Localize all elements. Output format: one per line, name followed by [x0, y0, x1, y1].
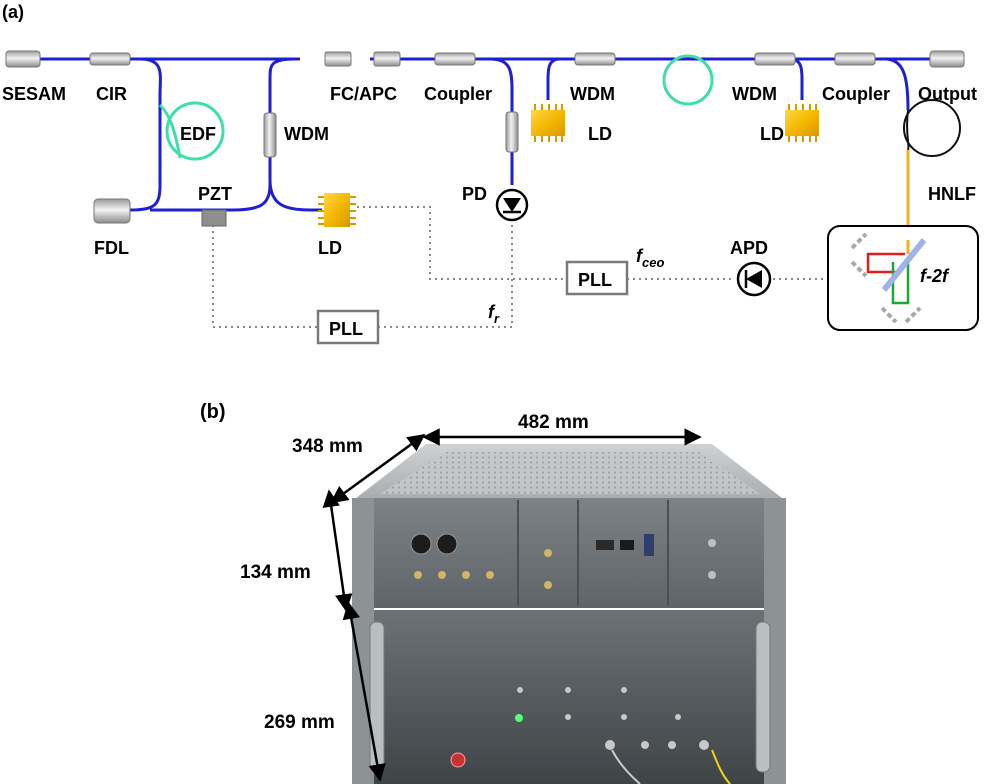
lower-front-panel — [374, 610, 764, 784]
fc-apc-connector-left — [324, 51, 352, 67]
wdm-mid-device — [574, 52, 616, 66]
ld-mid — [530, 103, 566, 143]
fdl-device — [93, 198, 131, 224]
inline-components — [5, 50, 965, 227]
label-coupler-left: Coupler — [424, 84, 492, 104]
label-sesam: SESAM — [2, 84, 66, 104]
panel-a: (a) — [2, 2, 979, 345]
pd-symbol — [495, 188, 529, 222]
fiber-wdm-to-ld-mid — [546, 57, 561, 100]
pzt-device — [201, 209, 227, 227]
upper-front-panel — [374, 498, 764, 608]
label-wdm-mid: WDM — [570, 84, 615, 104]
arrow-lower-height — [342, 601, 386, 782]
label-ld-mid: LD — [588, 124, 612, 144]
fiber-wdm-to-ld — [268, 179, 322, 212]
fiber-coupler-to-output — [884, 57, 910, 111]
output-connector — [929, 50, 965, 68]
panel-a-label: (a) — [2, 2, 24, 22]
f2f-interferometer — [827, 225, 979, 331]
pll-rep-box — [316, 309, 380, 345]
ld-right — [784, 103, 820, 143]
pd-coupler-device — [505, 111, 519, 153]
control-lines — [212, 206, 828, 328]
label-pzt: PZT — [198, 184, 232, 204]
wdm-right-device — [754, 52, 796, 66]
instrument-chassis — [352, 444, 786, 784]
arrow-upper-height — [322, 489, 353, 612]
handle-right — [755, 621, 771, 773]
label-pd: PD — [462, 184, 487, 204]
label-hnlf: HNLF — [928, 184, 976, 204]
label-apd: APD — [730, 238, 768, 258]
fiber-loop-mid — [662, 54, 714, 106]
label-ld-right: LD — [760, 124, 784, 144]
fiber-cir-loop — [129, 57, 162, 212]
label-wdm-left: WDM — [284, 124, 329, 144]
pll-ceo-box — [565, 260, 629, 296]
apd-symbol — [736, 261, 772, 297]
label-ld-pump-left: LD — [318, 238, 342, 258]
label-depth: 348 mm — [292, 436, 363, 457]
label-output: Output — [918, 84, 977, 104]
dimension-arrows — [322, 428, 702, 782]
edf-coil — [158, 101, 225, 161]
arrow-depth — [330, 433, 426, 504]
power-button — [450, 752, 466, 768]
coupler-left-device — [434, 52, 476, 66]
coupler-right-device — [834, 52, 876, 66]
label-coupler-right: Coupler — [822, 84, 890, 104]
label-fdl: FDL — [94, 238, 129, 258]
fiber-coupler-to-pd — [489, 57, 514, 185]
label-wdm-right: WDM — [732, 84, 777, 104]
handle-left — [369, 621, 385, 773]
label-fc-apc: FC/APC — [330, 84, 397, 104]
label-pll-rep: PLL — [329, 319, 363, 339]
panel-b: (b) — [200, 401, 786, 784]
output-coil — [903, 99, 961, 157]
cir-device — [89, 52, 131, 66]
status-led — [515, 714, 523, 722]
wdm-left-device — [263, 112, 277, 158]
component-labels: SESAM CIR EDF FDL PZT WDM LD FC/APC Coup… — [2, 84, 977, 339]
label-cir: CIR — [96, 84, 127, 104]
label-f2f: f-2f — [920, 266, 950, 286]
panel-b-label: (b) — [200, 401, 226, 423]
dimension-labels: 482 mm 348 mm 134 mm 269 mm — [240, 412, 589, 733]
label-edf: EDF — [180, 124, 216, 144]
sesam-device — [5, 50, 41, 68]
label-pll-ceo: PLL — [578, 270, 612, 290]
fc-apc-connector-right — [373, 51, 401, 67]
label-lower-height: 269 mm — [264, 712, 335, 733]
label-fceo: fceo — [636, 246, 664, 270]
label-width: 482 mm — [518, 412, 589, 433]
label-fr: fr — [488, 302, 500, 326]
label-upper-height: 134 mm — [240, 562, 311, 583]
ld-pump-left — [317, 192, 357, 228]
